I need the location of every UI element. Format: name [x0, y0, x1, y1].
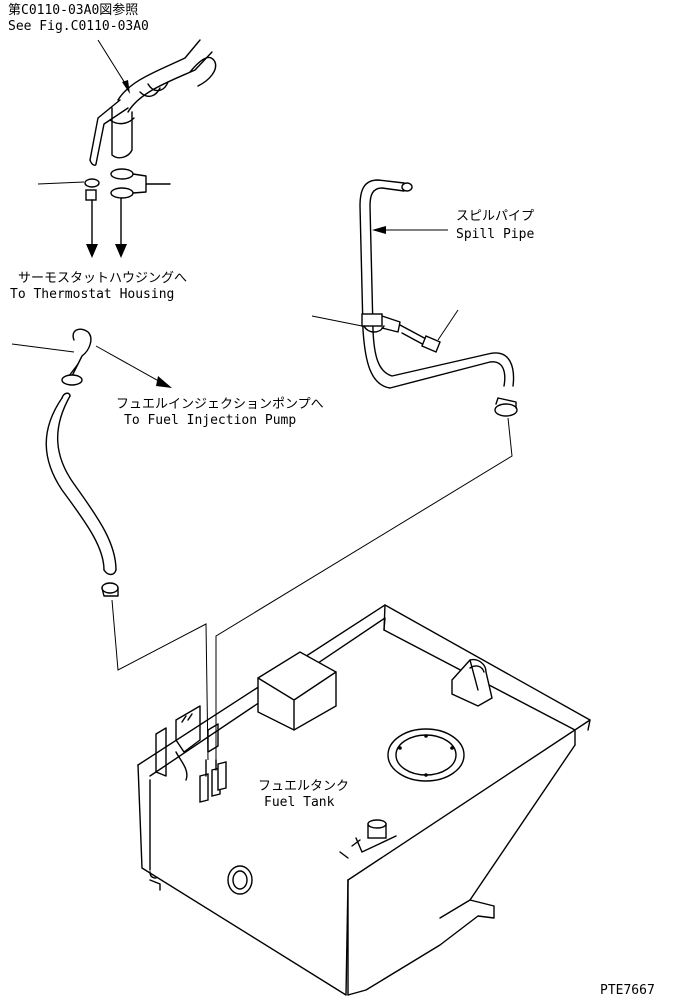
- callout-arrow-ref: [97, 39, 130, 94]
- pump-hose: [11, 328, 172, 597]
- drawing-number: PTE7667: [600, 983, 655, 998]
- thermostat-hose-assembly: [89, 39, 217, 166]
- spill-pipe-label-en: Spill Pipe: [456, 227, 534, 242]
- tank-label-en: Fuel Tank: [264, 795, 335, 810]
- thermostat-label-en: To Thermostat Housing: [10, 287, 174, 302]
- pump-label-en: To Fuel Injection Pump: [124, 413, 296, 428]
- ref-label-en: See Fig.C0110-03A0: [8, 19, 149, 34]
- thermostat-label-jp: サーモスタットハウジングへ: [18, 271, 187, 286]
- spill-pipe-label-jp: スピルパイプ: [456, 209, 534, 224]
- tank-label-jp: フュエルタンク: [258, 779, 349, 794]
- fuel-tank: [137, 604, 591, 996]
- thermostat-arrows: [86, 197, 127, 258]
- ref-label-jp: 第C0110-03A0図参照: [8, 2, 138, 18]
- routing-lines: [111, 417, 513, 761]
- hose-clamps: [37, 168, 171, 201]
- spill-pipe: [311, 179, 518, 417]
- pump-label-jp: フュエルインジェクションポンプへ: [116, 397, 324, 412]
